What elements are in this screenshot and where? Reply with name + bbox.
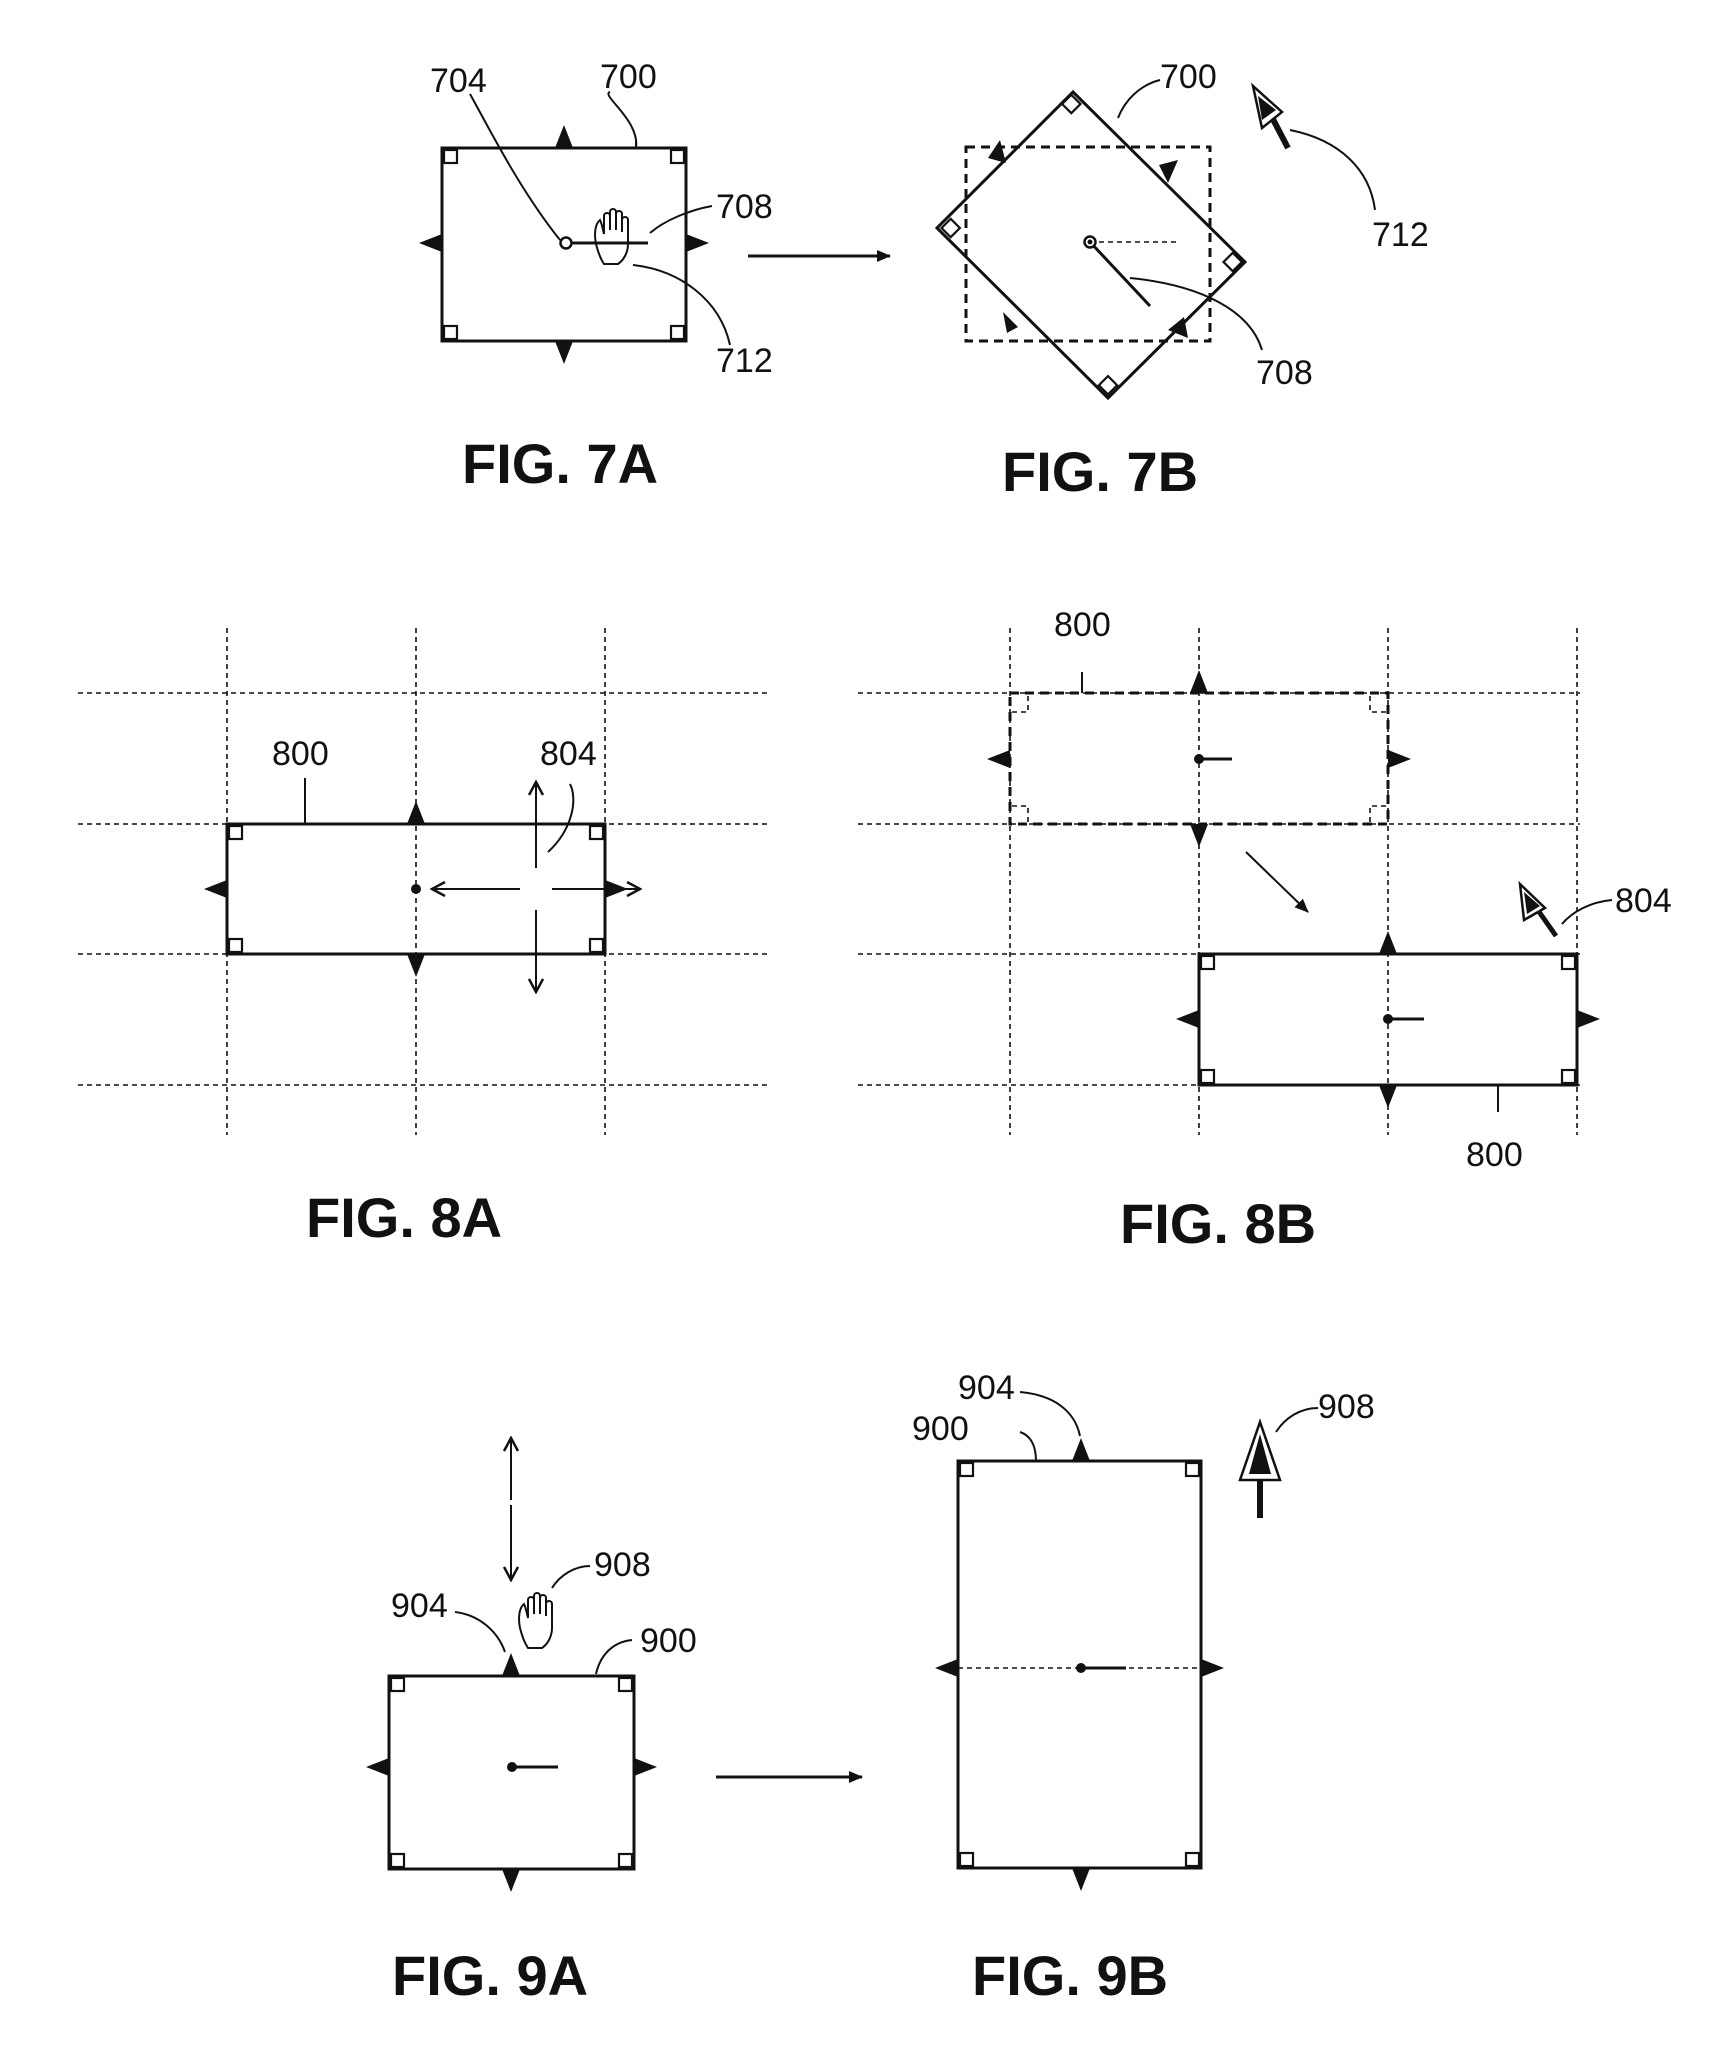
label-804: 804 [1615, 882, 1672, 920]
label-700: 700 [1160, 58, 1217, 96]
handle-triangle-icon [988, 140, 1006, 163]
handle-triangle-icon [1201, 1659, 1224, 1677]
figure-8b: 800 804 800 FIG. 8B [858, 606, 1672, 1255]
handle-triangle-icon [1003, 312, 1018, 333]
label-908: 908 [1318, 1388, 1375, 1426]
pointer-arrow-icon [1518, 880, 1559, 938]
label-900: 900 [640, 1622, 697, 1660]
corner-handle-icon [1060, 93, 1083, 115]
handle-triangle-icon [987, 750, 1010, 768]
handle-triangle-icon [419, 234, 442, 252]
corner-handle-icon [1184, 1461, 1201, 1478]
frame-700-original [964, 145, 1212, 343]
label-800-before: 800 [1054, 606, 1111, 644]
move-cursor-icon [432, 782, 640, 992]
label-800-after: 800 [1466, 1136, 1523, 1174]
label-708: 708 [716, 188, 773, 226]
caption-fig-8a: FIG. 8A [306, 1186, 502, 1249]
corner-handle-icon [227, 937, 244, 954]
caption-fig-7b: FIG. 7B [1002, 440, 1198, 503]
corner-handle-icon [588, 937, 605, 954]
pointer-arrow-icon [1250, 82, 1291, 150]
caption-fig-9a: FIG. 9A [392, 1944, 588, 2007]
figure-9b: 904 900 908 FIG. 9B [912, 1369, 1375, 2007]
label-904: 904 [391, 1587, 448, 1625]
handle-triangle-icon [935, 1659, 958, 1677]
corner-handle-icon [1560, 954, 1577, 971]
handle-triangle-icon [634, 1758, 657, 1776]
label-800: 800 [272, 735, 329, 773]
corner-handle-icon [389, 1676, 406, 1693]
label-708: 708 [1256, 354, 1313, 392]
label-900: 900 [912, 1410, 969, 1448]
corner-handle-icon [442, 324, 459, 341]
handle-triangle-icon [1190, 670, 1208, 693]
handle-triangle-icon [1190, 824, 1208, 847]
corner-handle-icon [1097, 374, 1119, 397]
corner-handle-icon [1199, 1068, 1216, 1085]
handle-triangle-icon [555, 125, 573, 148]
motion-arrow [1245, 851, 1309, 913]
handle-triangle-icon [1168, 317, 1188, 338]
label-904: 904 [958, 1369, 1015, 1407]
snap-grid [858, 628, 1580, 1135]
handle-triangle-icon [1176, 1010, 1199, 1028]
handle-triangle-icon [555, 341, 573, 364]
handle-triangle-icon [686, 234, 709, 252]
label-704: 704 [430, 62, 487, 100]
frame-700-rotated [934, 89, 1248, 401]
pointer-arrow-icon [1238, 1418, 1282, 1518]
pivot-point [559, 236, 573, 250]
handle-triangle-icon [502, 1869, 520, 1892]
corner-handle-icon [669, 324, 686, 341]
corner-handle-icon [939, 217, 962, 239]
label-712: 712 [716, 342, 773, 380]
caption-fig-7a: FIG. 7A [462, 432, 658, 495]
corner-handle-icon [442, 148, 459, 165]
handle-triangle-icon [502, 1653, 520, 1676]
corner-handle-icon [389, 1852, 406, 1869]
handle-triangle-icon [1379, 931, 1397, 954]
corner-handle-icon [1560, 1068, 1577, 1085]
label-908: 908 [594, 1546, 651, 1584]
handle-triangle-icon [1072, 1438, 1090, 1461]
label-712: 712 [1372, 216, 1429, 254]
handle-triangle-icon [407, 954, 425, 977]
center-point [411, 884, 421, 894]
corner-handle-icon [617, 1676, 634, 1693]
corner-handle-icon [227, 824, 244, 841]
label-700: 700 [600, 58, 657, 96]
handle-triangle-icon [1072, 1868, 1090, 1891]
corner-handle-icon [1221, 251, 1244, 273]
corner-handle-icon [1184, 1851, 1201, 1868]
corner-handle-icon [958, 1851, 975, 1868]
figure-9a: 908 904 900 FIG. 9A [366, 1438, 697, 2007]
handle-triangle-icon [366, 1758, 389, 1776]
corner-handle-icon [958, 1461, 975, 1478]
corner-handle-icon [617, 1852, 634, 1869]
handle-triangle-icon [407, 801, 425, 824]
figure-7a: 704 700 708 712 FIG. 7A [419, 58, 773, 495]
hand-icon [594, 208, 629, 265]
handle-triangle-icon [1159, 160, 1178, 183]
rotated-handle [1088, 240, 1152, 308]
figure-8a: 800 804 FIG. 8A [78, 628, 770, 1249]
frame-900 [387, 1674, 636, 1871]
caption-fig-8b: FIG. 8B [1120, 1192, 1316, 1255]
handle-triangle-icon [1379, 1085, 1397, 1108]
caption-fig-9b: FIG. 9B [972, 1944, 1168, 2007]
hand-icon [518, 1592, 553, 1649]
figure-7b: 700 712 708 FIG. 7B [934, 58, 1429, 503]
corner-handle-icon [588, 824, 605, 841]
snap-grid [78, 628, 770, 1135]
corner-handle-icon [1199, 954, 1216, 971]
handle-triangle-icon [204, 880, 227, 898]
corner-handle-icon [669, 148, 686, 165]
label-804: 804 [540, 735, 597, 773]
handle-triangle-icon [1388, 750, 1411, 768]
handle-triangle-icon [1577, 1010, 1600, 1028]
